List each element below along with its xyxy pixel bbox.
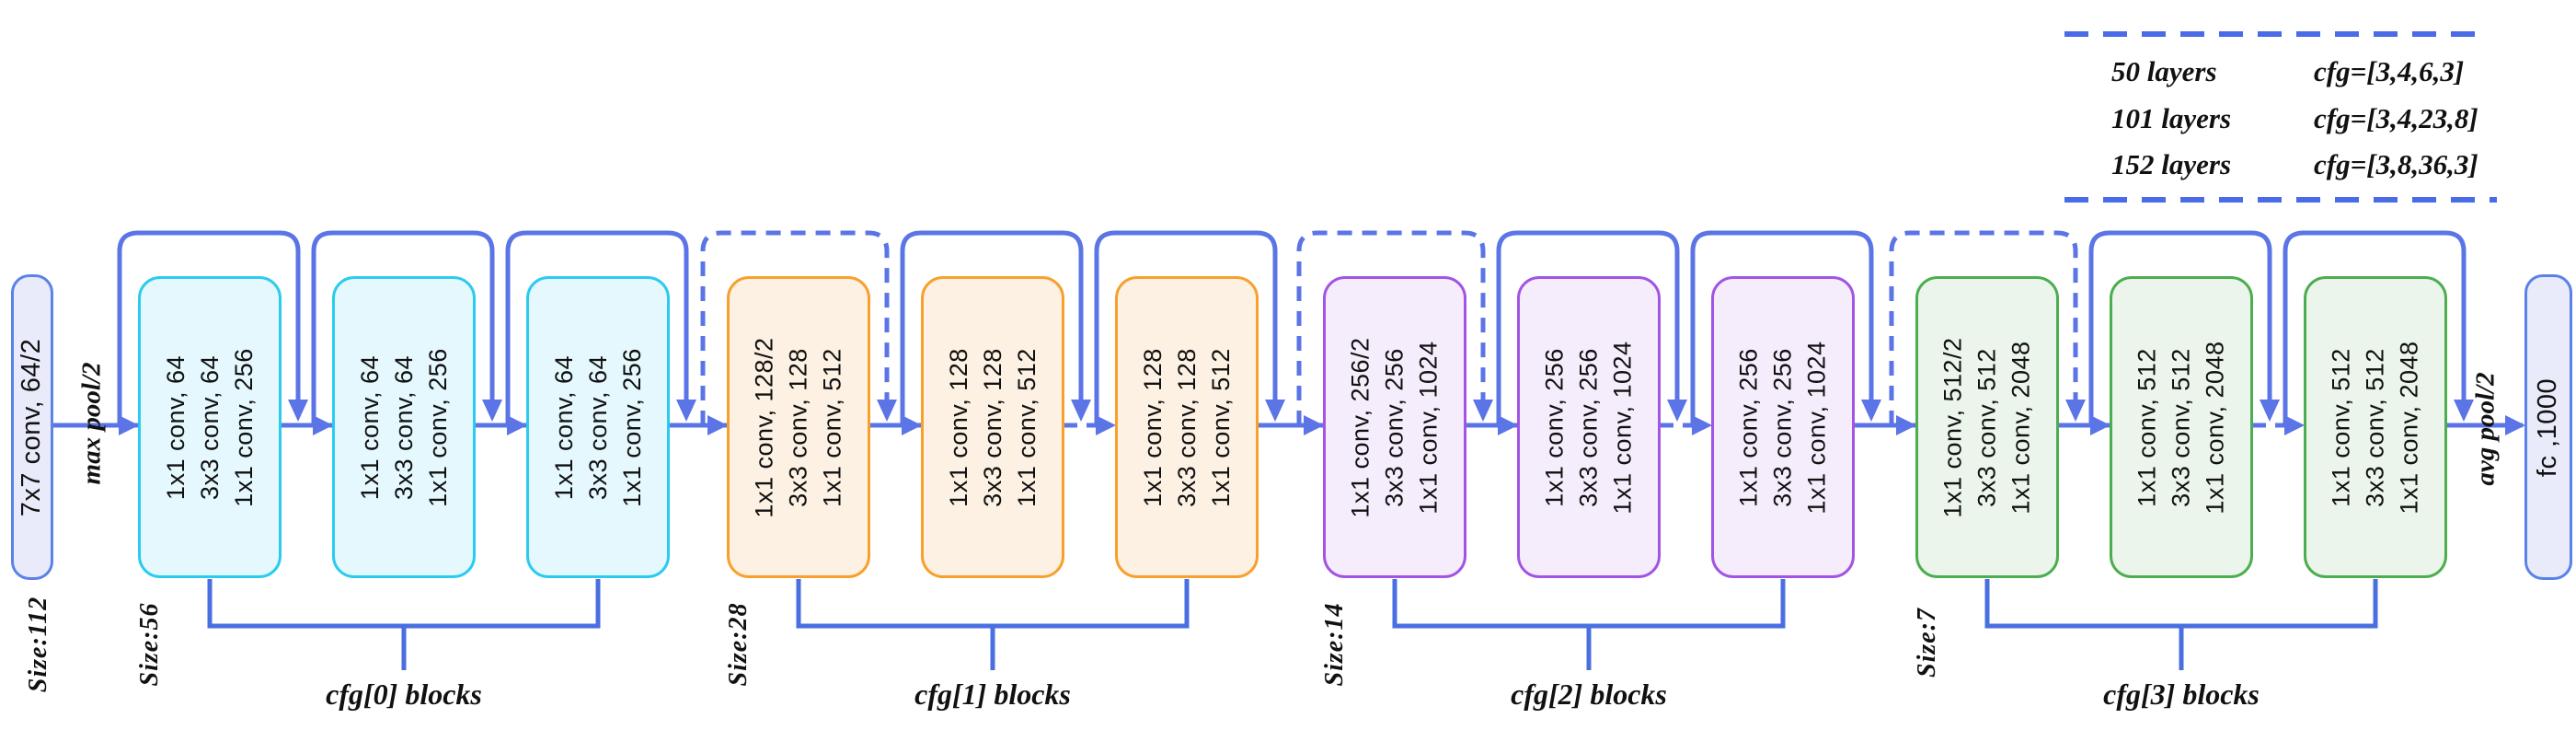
conv-line: 1x1 conv, 64 <box>355 354 384 500</box>
legend-cfg-value: cfg=[3,4,23,8] <box>2314 102 2478 134</box>
conv-line: 1x1 conv, 256/2 <box>1346 336 1374 518</box>
conv-line: 3x3 conv, 256 <box>1380 347 1409 507</box>
conv-line: 1x1 conv, 512/2 <box>1938 336 1967 518</box>
conv-line: 1x1 conv, 64 <box>161 354 190 500</box>
residual-block: 1x1 conv, 256 3x3 conv, 256 1x1 conv, 10… <box>1711 276 1855 578</box>
conv-line: 1x1 conv, 256 <box>1540 347 1569 507</box>
conv-line: 1x1 conv, 128/2 <box>750 336 778 518</box>
merge-down-arrowheads <box>288 400 2474 422</box>
legend-cfg-value: cfg=[3,8,36,3] <box>2314 148 2478 180</box>
legend-cfg-value: cfg=[3,4,6,3] <box>2314 55 2465 87</box>
conv-line: 1x1 conv, 256 <box>423 347 452 507</box>
residual-block: 1x1 conv, 64 3x3 conv, 64 1x1 conv, 256 <box>138 276 282 578</box>
conv-line: 3x3 conv, 256 <box>1768 347 1797 507</box>
conv-line: 1x1 conv, 512 <box>2133 347 2161 507</box>
legend-layers-label: 101 layers <box>2111 102 2232 134</box>
conv-line: 1x1 conv, 512 <box>1012 347 1041 507</box>
conv-line: 1x1 conv, 256 <box>617 347 646 507</box>
residual-block: 1x1 conv, 64 3x3 conv, 64 1x1 conv, 256 <box>332 276 476 578</box>
conv-line: 1x1 conv, 512 <box>2327 347 2355 507</box>
conv-line: 1x1 conv, 256 <box>1734 347 1763 507</box>
conv-line: 3x3 conv, 128 <box>1172 347 1201 507</box>
conv-line: 1x1 conv, 128 <box>944 347 972 507</box>
stage-bracket-label: cfg[3] blocks <box>2103 678 2260 711</box>
stage-size-label: Size:14 <box>1320 602 1349 687</box>
stem-conv-box: 7x7 conv, 64/2 <box>11 274 53 580</box>
stage-size-label: Size:28 <box>724 602 753 687</box>
max-pool-label: max pool/2 <box>76 362 107 485</box>
avg-pool-label: avg pool/2 <box>2470 372 2501 486</box>
conv-line: 3x3 conv, 128 <box>978 347 1006 507</box>
conv-line: 1x1 conv, 2048 <box>2201 340 2229 515</box>
flow-right-arrowheads <box>119 415 2525 435</box>
stage-size-label: Size:56 <box>135 602 164 687</box>
residual-block: 1x1 conv, 128/2 3x3 conv, 128 1x1 conv, … <box>727 276 870 578</box>
conv-line: 3x3 conv, 64 <box>583 354 612 500</box>
conv-line: 3x3 conv, 128 <box>784 347 812 507</box>
input-size-label: Size:112 <box>24 596 52 693</box>
residual-block: 1x1 conv, 128 3x3 conv, 128 1x1 conv, 51… <box>921 276 1064 578</box>
residual-block: 1x1 conv, 64 3x3 conv, 64 1x1 conv, 256 <box>526 276 670 578</box>
residual-block: 1x1 conv, 256/2 3x3 conv, 256 1x1 conv, … <box>1323 276 1466 578</box>
conv-line: 3x3 conv, 512 <box>2167 347 2195 507</box>
fc-label: fc ,1000 <box>2533 377 2563 477</box>
conv-line: 3x3 conv, 64 <box>195 354 224 500</box>
identity-skip-arcs <box>117 230 2467 425</box>
legend-divider-dashes <box>2064 31 2497 203</box>
projection-skip-arcs-dashed <box>700 230 2078 425</box>
stage-size-label: Size:7 <box>1913 608 1941 678</box>
conv-line: 1x1 conv, 128 <box>1138 347 1167 507</box>
conv-line: 3x3 conv, 512 <box>1972 347 2001 507</box>
conv-line: 1x1 conv, 256 <box>229 347 258 507</box>
stage-bracket-label: cfg[0] blocks <box>326 678 482 711</box>
fc-box: fc ,1000 <box>2524 274 2572 580</box>
conv-line: 3x3 conv, 64 <box>389 354 418 500</box>
stage-bracket-label: cfg[1] blocks <box>914 678 1071 711</box>
residual-block: 1x1 conv, 128 3x3 conv, 128 1x1 conv, 51… <box>1115 276 1259 578</box>
conv-line: 3x3 conv, 512 <box>2361 347 2389 507</box>
residual-block: 1x1 conv, 256 3x3 conv, 256 1x1 conv, 10… <box>1517 276 1661 578</box>
conv-line: 1x1 conv, 1024 <box>1802 340 1831 515</box>
stage-brackets <box>207 579 2378 670</box>
legend-layers-label: 50 layers <box>2111 55 2217 87</box>
conv-line: 1x1 conv, 512 <box>1206 347 1235 507</box>
conv-line: 1x1 conv, 512 <box>818 347 846 507</box>
residual-block: 1x1 conv, 512/2 3x3 conv, 512 1x1 conv, … <box>1915 276 2059 578</box>
conv-line: 1x1 conv, 1024 <box>1414 340 1443 515</box>
conv-line: 1x1 conv, 1024 <box>1608 340 1637 515</box>
legend-layers-label: 152 layers <box>2111 148 2232 180</box>
conv-line: 3x3 conv, 256 <box>1574 347 1603 507</box>
conv-line: 1x1 conv, 2048 <box>2395 340 2423 515</box>
residual-block: 1x1 conv, 512 3x3 conv, 512 1x1 conv, 20… <box>2110 276 2253 578</box>
residual-block: 1x1 conv, 512 3x3 conv, 512 1x1 conv, 20… <box>2304 276 2447 578</box>
stem-conv-label: 7x7 conv, 64/2 <box>17 338 47 516</box>
stage-bracket-label: cfg[2] blocks <box>1511 678 1667 711</box>
conv-line: 1x1 conv, 64 <box>549 354 578 500</box>
conv-line: 1x1 conv, 2048 <box>2007 340 2035 515</box>
